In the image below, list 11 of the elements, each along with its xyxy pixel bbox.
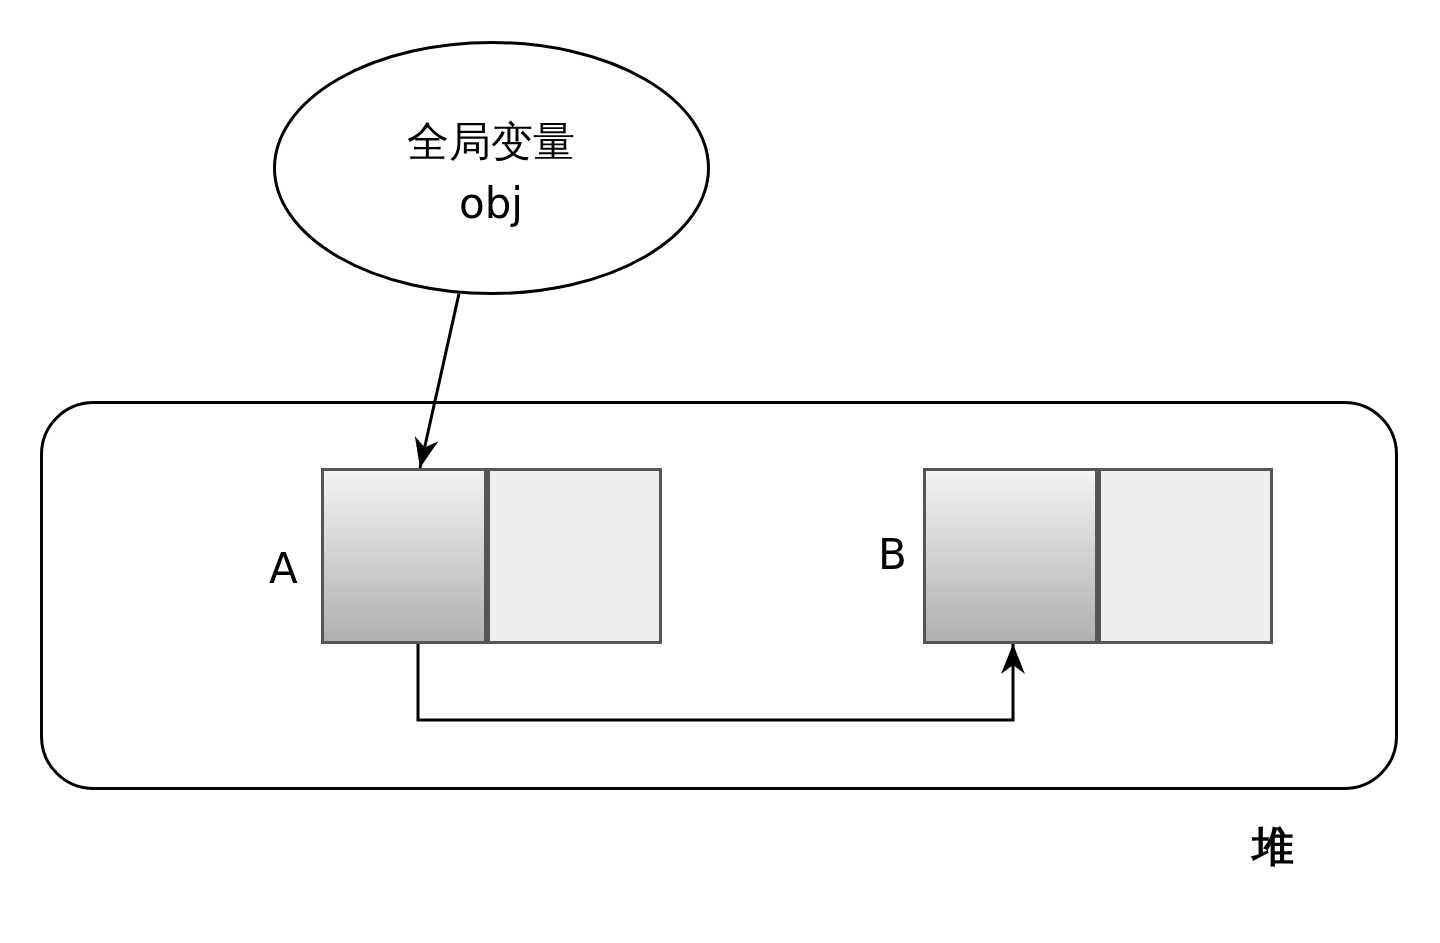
memory-cell [1098, 468, 1273, 644]
cell-label: A [269, 548, 298, 590]
cell-label: B [878, 534, 907, 576]
node-label: 全局变量 obj [406, 116, 576, 230]
arrow [416, 644, 1025, 722]
memory-cell [923, 468, 1098, 644]
memory-cell [487, 468, 662, 644]
heap-label: 堆 [1252, 826, 1294, 868]
arrow [414, 293, 461, 469]
ellipse-node [273, 41, 710, 295]
memory-cell [321, 468, 487, 644]
